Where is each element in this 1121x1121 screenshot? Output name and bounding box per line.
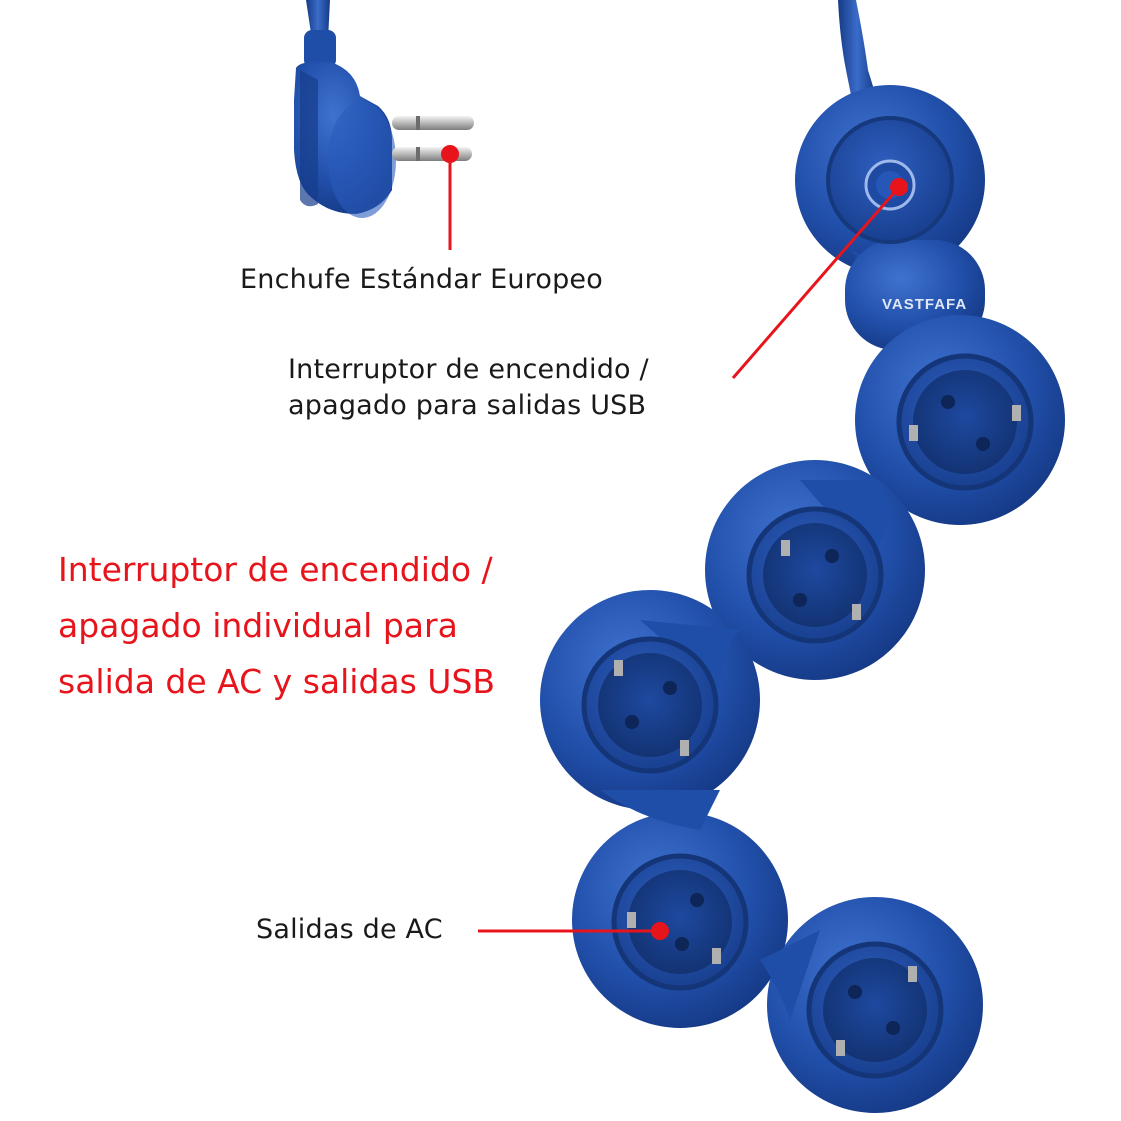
ac-outlets-label: Salidas de AC	[256, 914, 443, 945]
usb-switch-label-line1: Interruptor de encendido /	[288, 354, 649, 385]
feature-headline-line3: salida de AC y salidas USB	[58, 662, 496, 701]
schuko-outlet-icon	[896, 353, 1034, 491]
brand-logo: VASTFAFA	[882, 296, 967, 313]
feature-headline-line1: Interruptor de encendido /	[58, 550, 493, 589]
plug-callout	[441, 145, 459, 250]
usb-switch-label-line2: apagado para salidas USB	[288, 390, 647, 421]
plug-cord	[304, 0, 336, 68]
plug-label: Enchufe Estándar Europeo	[240, 264, 603, 295]
european-plug-icon	[294, 61, 474, 218]
strip-cord	[838, 0, 876, 100]
ac-outlets-callout	[478, 922, 669, 940]
schuko-outlet-icon	[581, 636, 719, 774]
schuko-outlet-icon	[806, 941, 944, 1079]
schuko-outlet-icon	[746, 506, 884, 644]
feature-headline: Interruptor de encendido / apagado indiv…	[58, 542, 495, 710]
usb-switch-label: Interruptor de encendido / apagado para …	[288, 352, 649, 424]
feature-headline-line2: apagado individual para	[58, 606, 458, 645]
power-switch-icon	[826, 116, 954, 244]
usb-switch-callout	[731, 178, 908, 379]
schuko-outlet-icon	[611, 853, 749, 991]
